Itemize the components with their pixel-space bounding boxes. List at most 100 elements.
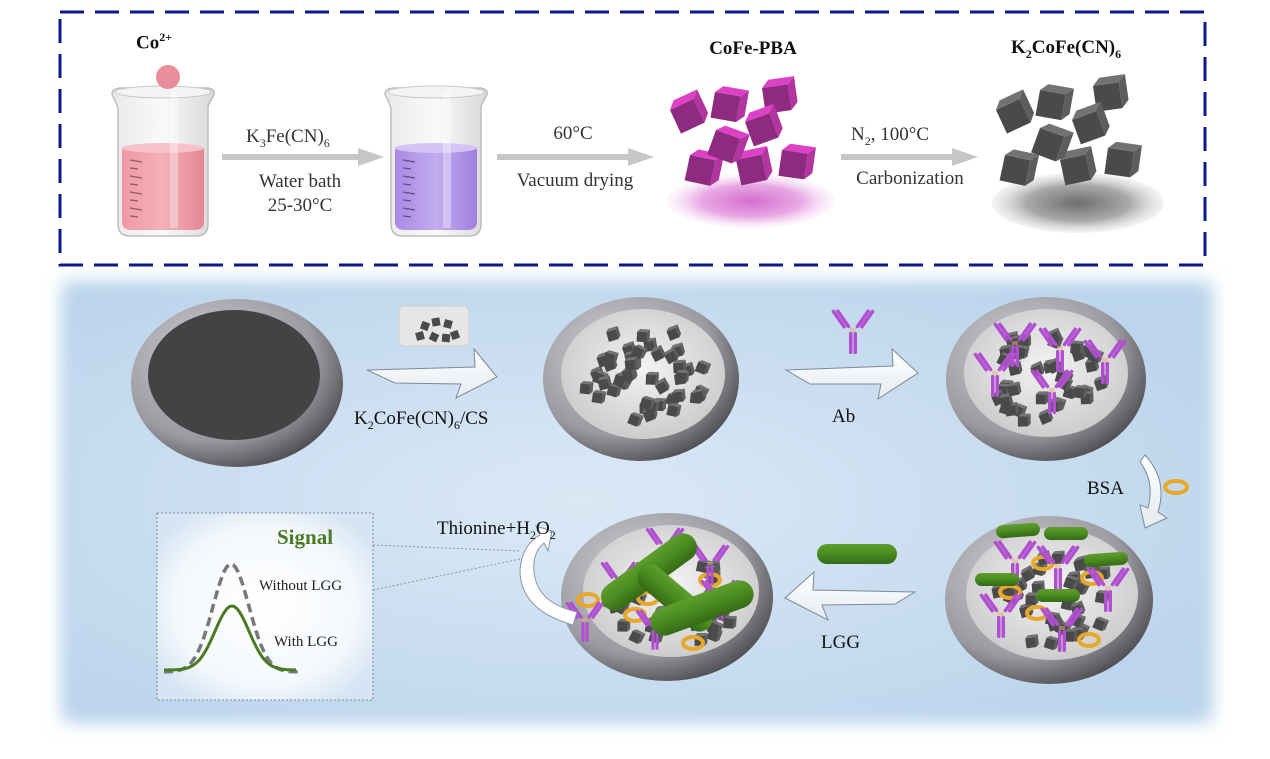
cube-icon — [1063, 575, 1080, 590]
cube-icon — [666, 402, 682, 417]
p-k: K — [1011, 37, 1026, 58]
s3-n: N — [851, 124, 865, 145]
step2-condition-1: 60°C — [553, 123, 593, 144]
cube-icon — [707, 125, 750, 164]
s3-n-sub: 2 — [864, 133, 871, 148]
step3-condition-1: N2, 100°C — [851, 124, 929, 149]
cube-icon — [723, 615, 737, 629]
cube-icon — [1025, 633, 1039, 649]
final-electrode-icon — [561, 513, 773, 681]
arrow-step2-icon — [497, 148, 654, 166]
lgg-bacterium-icon — [975, 573, 1019, 586]
assembly-step3-label: BSA — [1087, 478, 1124, 499]
cube-icon — [666, 324, 682, 341]
a1-k: K — [354, 408, 368, 429]
cube-icon — [1031, 123, 1074, 162]
antibody-icon — [1083, 339, 1127, 384]
a5-o-sub: 2 — [549, 527, 556, 542]
modified-electrode-icon — [543, 297, 739, 461]
antibody-icon — [831, 309, 875, 354]
assembly-step2-label: Ab — [832, 406, 856, 427]
co-ion-label: Co2+ — [136, 30, 173, 54]
antibody-icon — [1036, 545, 1080, 590]
step3-condition-2: Carbonization — [856, 168, 964, 189]
cube-icon — [1020, 564, 1036, 583]
antibody-icon — [1040, 607, 1084, 652]
carbonized-cubes-icon — [996, 74, 1142, 186]
assembly-step4-label: LGG — [821, 632, 861, 653]
arrow-step1-icon — [222, 148, 384, 166]
material-swatch-icon — [398, 305, 470, 347]
cube-icon — [624, 356, 639, 371]
cube-icon — [736, 145, 773, 186]
cube-icon — [745, 103, 783, 147]
step2-condition-2: Vacuum drying — [516, 170, 634, 191]
cube-icon — [579, 380, 594, 395]
p-fe-sub: 6 — [1115, 46, 1122, 61]
cube-icon — [692, 387, 707, 404]
cube-icon — [591, 389, 607, 404]
bsa-icon — [576, 592, 600, 608]
p-fe: CoFe(CN) — [1031, 37, 1116, 58]
a1-cs: /CS — [459, 408, 489, 429]
a5-thio: Thionine+H — [437, 518, 531, 539]
product-shadow — [992, 173, 1164, 233]
cube-icon — [1072, 101, 1110, 145]
cube-icon — [639, 395, 656, 411]
cube-icon — [999, 149, 1040, 186]
cube-icon — [1007, 381, 1022, 397]
assembly-step1-label: K2CoFe(CN)6/CS — [354, 408, 489, 433]
signal-title: Signal — [277, 525, 334, 549]
cube-icon — [670, 89, 709, 134]
cube-icon — [675, 369, 690, 384]
bsa-icon — [1163, 479, 1189, 495]
antibody-icon — [1086, 567, 1130, 612]
cube-icon — [627, 412, 644, 427]
antibody-icon — [1038, 327, 1082, 372]
cube-icon — [654, 377, 670, 395]
cube-icon — [1043, 635, 1060, 651]
cube-icon — [778, 143, 816, 180]
step1-reagent-label: K3Fe(CN)6 — [246, 126, 330, 151]
a1-k-sub: 2 — [367, 417, 374, 432]
cube-icon — [630, 344, 649, 360]
bsa-icon — [1077, 632, 1101, 648]
cube-icon — [694, 360, 712, 375]
pba-shadow — [667, 174, 835, 228]
cube-icon — [1035, 84, 1075, 121]
lgg-bacterium-icon — [817, 544, 897, 564]
step1-condition-1: Water bath — [258, 171, 342, 192]
lgg-bacterium-icon — [1036, 589, 1080, 602]
s3-temp: , 100°C — [870, 124, 930, 145]
s1-fe-sub: 6 — [323, 135, 330, 150]
bare-electrode-icon — [131, 299, 343, 467]
cube-icon — [1060, 145, 1097, 186]
bsa-icon — [681, 635, 705, 651]
arrow-bsa-icon — [1139, 454, 1169, 529]
curve-with-lgg — [164, 604, 296, 672]
cube-icon — [1035, 391, 1049, 405]
cube-icon — [645, 371, 659, 385]
cube-icon — [684, 149, 725, 186]
co-label-sup: 2+ — [159, 30, 173, 44]
s1-k-sub: 3 — [259, 135, 266, 150]
a1-fe-sub: 6 — [453, 417, 460, 432]
a1-fe: CoFe(CN) — [373, 408, 454, 429]
intermediate-label: CoFe-PBA — [709, 38, 797, 59]
cube-icon — [1092, 616, 1110, 632]
antibody-icon — [979, 593, 1023, 638]
cube-icon — [628, 629, 646, 644]
a5-o: O — [536, 518, 550, 539]
arrow-step3-icon — [841, 148, 978, 166]
cube-icon — [636, 329, 651, 343]
beaker-pink-icon — [111, 85, 215, 237]
antibody-icon — [1030, 369, 1074, 414]
lgg-bacterium-icon — [650, 580, 754, 636]
lgg-bound-electrode-icon — [945, 516, 1153, 684]
cube-icon — [672, 388, 686, 403]
legend-without-lgg: Without LGG — [259, 578, 343, 594]
antibody-electrode-icon — [946, 297, 1146, 461]
arrow-lgg-icon — [784, 570, 917, 622]
product-label: K2CoFe(CN)6 — [1011, 37, 1121, 62]
